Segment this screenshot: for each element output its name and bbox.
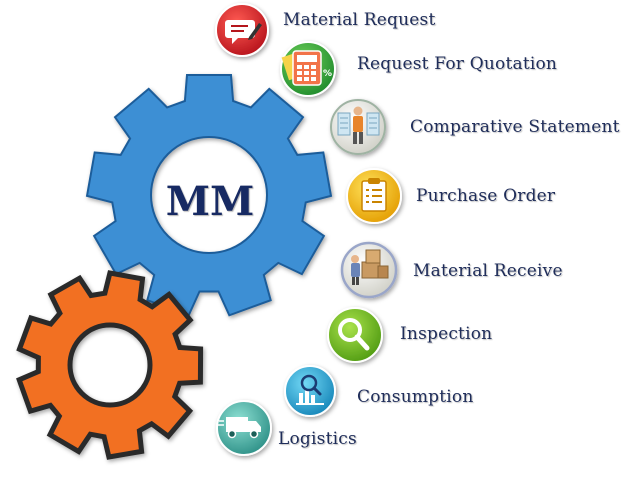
magnifier-icon <box>338 318 370 351</box>
step-label-comparative-statement: Comparative Statement <box>410 117 620 137</box>
clipboard-icon <box>361 178 387 212</box>
step-label-material-request: Material Request <box>283 10 436 30</box>
svg-text:%: % <box>323 69 332 79</box>
orange-gear-icon <box>16 270 204 460</box>
step-label-purchase-order: Purchase Order <box>416 186 556 206</box>
step-label-material-receive: Material Receive <box>413 261 563 281</box>
step-label-consumption: Consumption <box>357 387 474 407</box>
chart-magnifier-icon <box>296 374 324 405</box>
step-icon-material-request <box>215 3 269 57</box>
step-label-inspection: Inspection <box>400 324 493 344</box>
step-icon-purchase-order <box>346 168 402 224</box>
step-label-logistics: Logistics <box>278 429 357 449</box>
step-icon-material-receive <box>340 241 398 299</box>
boxes-icon <box>351 249 389 285</box>
step-icon-consumption <box>284 365 336 417</box>
calculator-icon: % <box>281 50 332 86</box>
truck-icon <box>217 417 261 439</box>
step-icon-comparative-statement <box>330 99 386 155</box>
step-icon-request-for-quotation: % <box>280 41 336 97</box>
person-boards-icon <box>337 106 380 144</box>
step-label-request-for-quotation: Request For Quotation <box>357 54 558 74</box>
step-icon-inspection <box>327 307 383 363</box>
blue-gear-icon <box>85 74 333 317</box>
form-pencil-icon <box>225 20 262 44</box>
step-icon-logistics <box>216 400 272 456</box>
center-label: MM <box>165 178 255 225</box>
